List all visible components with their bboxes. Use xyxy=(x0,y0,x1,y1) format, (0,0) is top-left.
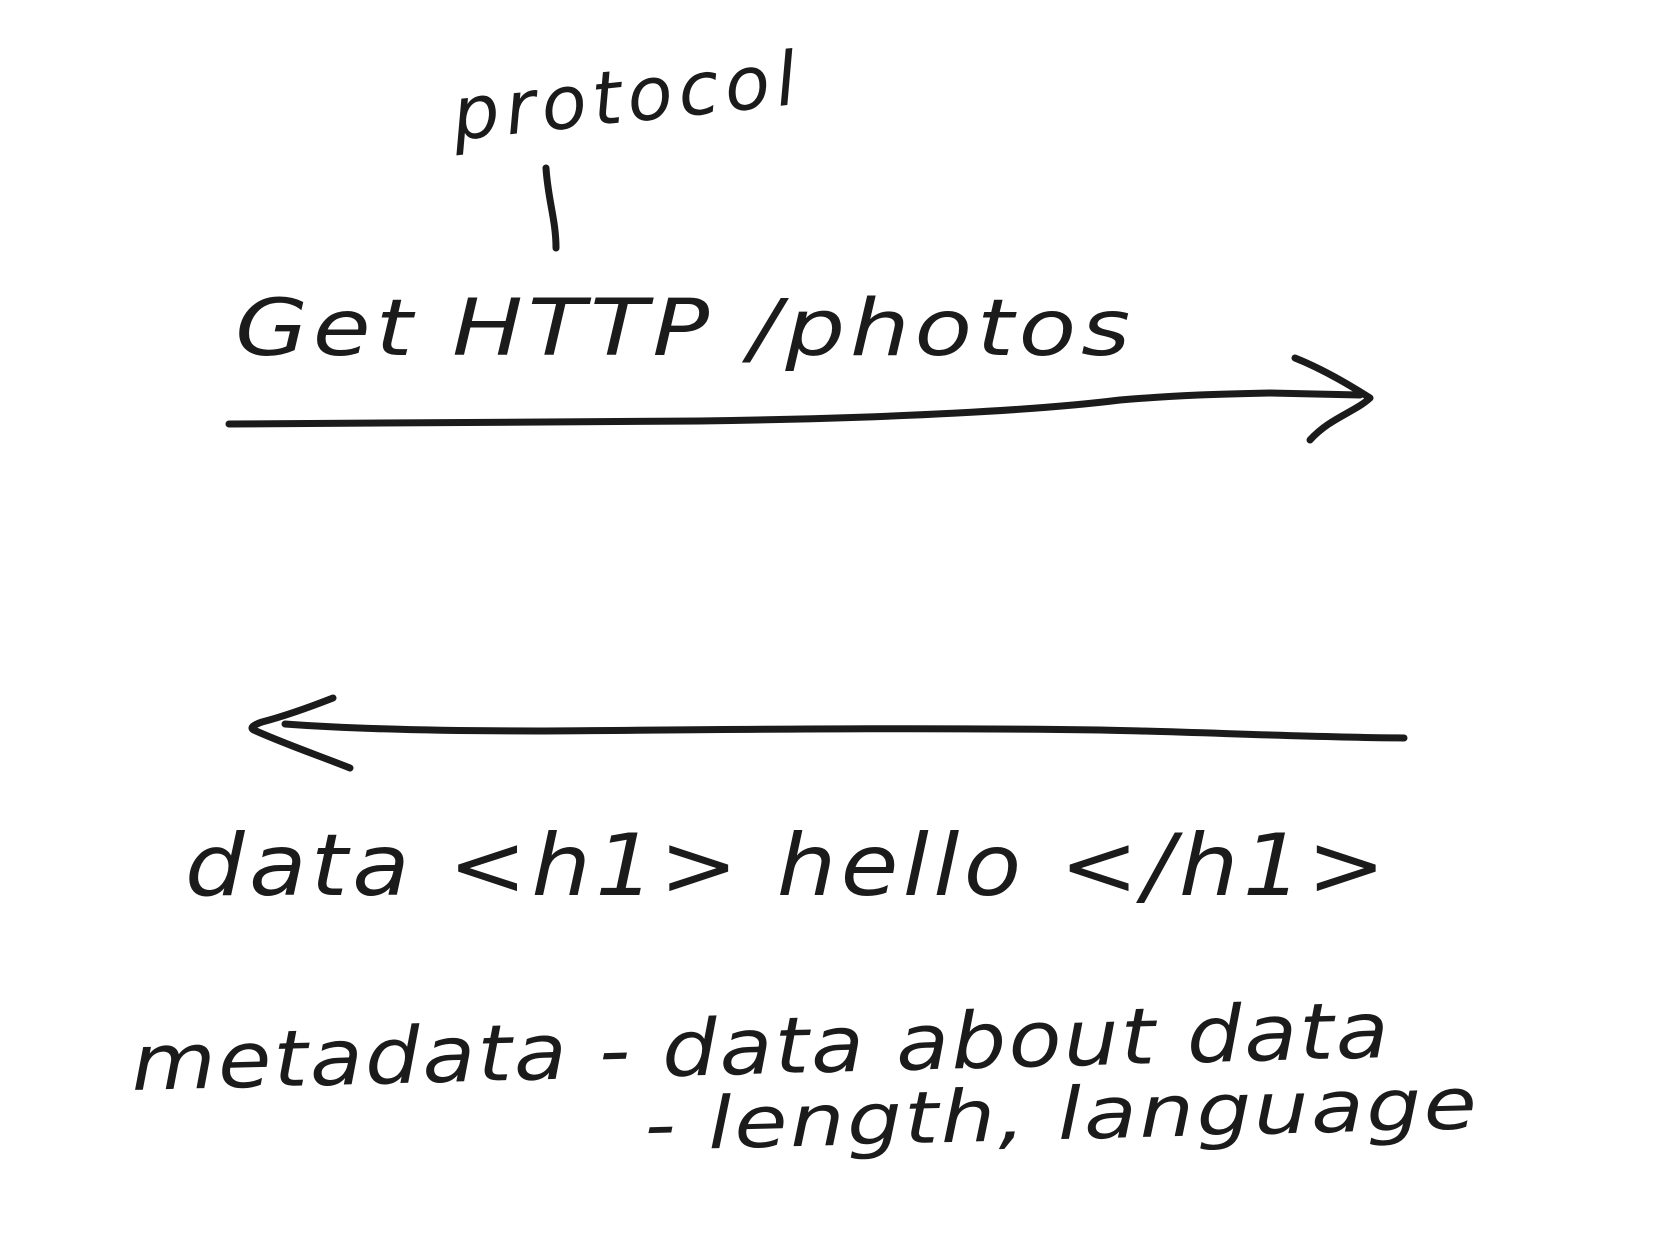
request-arrow-shaft xyxy=(225,389,1364,428)
request-arrow-head xyxy=(1291,354,1374,444)
protocol-pointer-line xyxy=(542,164,560,252)
response-arrow-shaft xyxy=(281,720,1408,742)
response-arrow-head xyxy=(248,694,354,772)
protocol-label: protocol xyxy=(447,36,807,158)
response-arrow xyxy=(248,694,1408,772)
request-arrow xyxy=(225,354,1374,444)
request-label: Get HTTP /photos xyxy=(235,284,1135,374)
response-label: data <h1> hello </h1> xyxy=(185,816,1390,916)
